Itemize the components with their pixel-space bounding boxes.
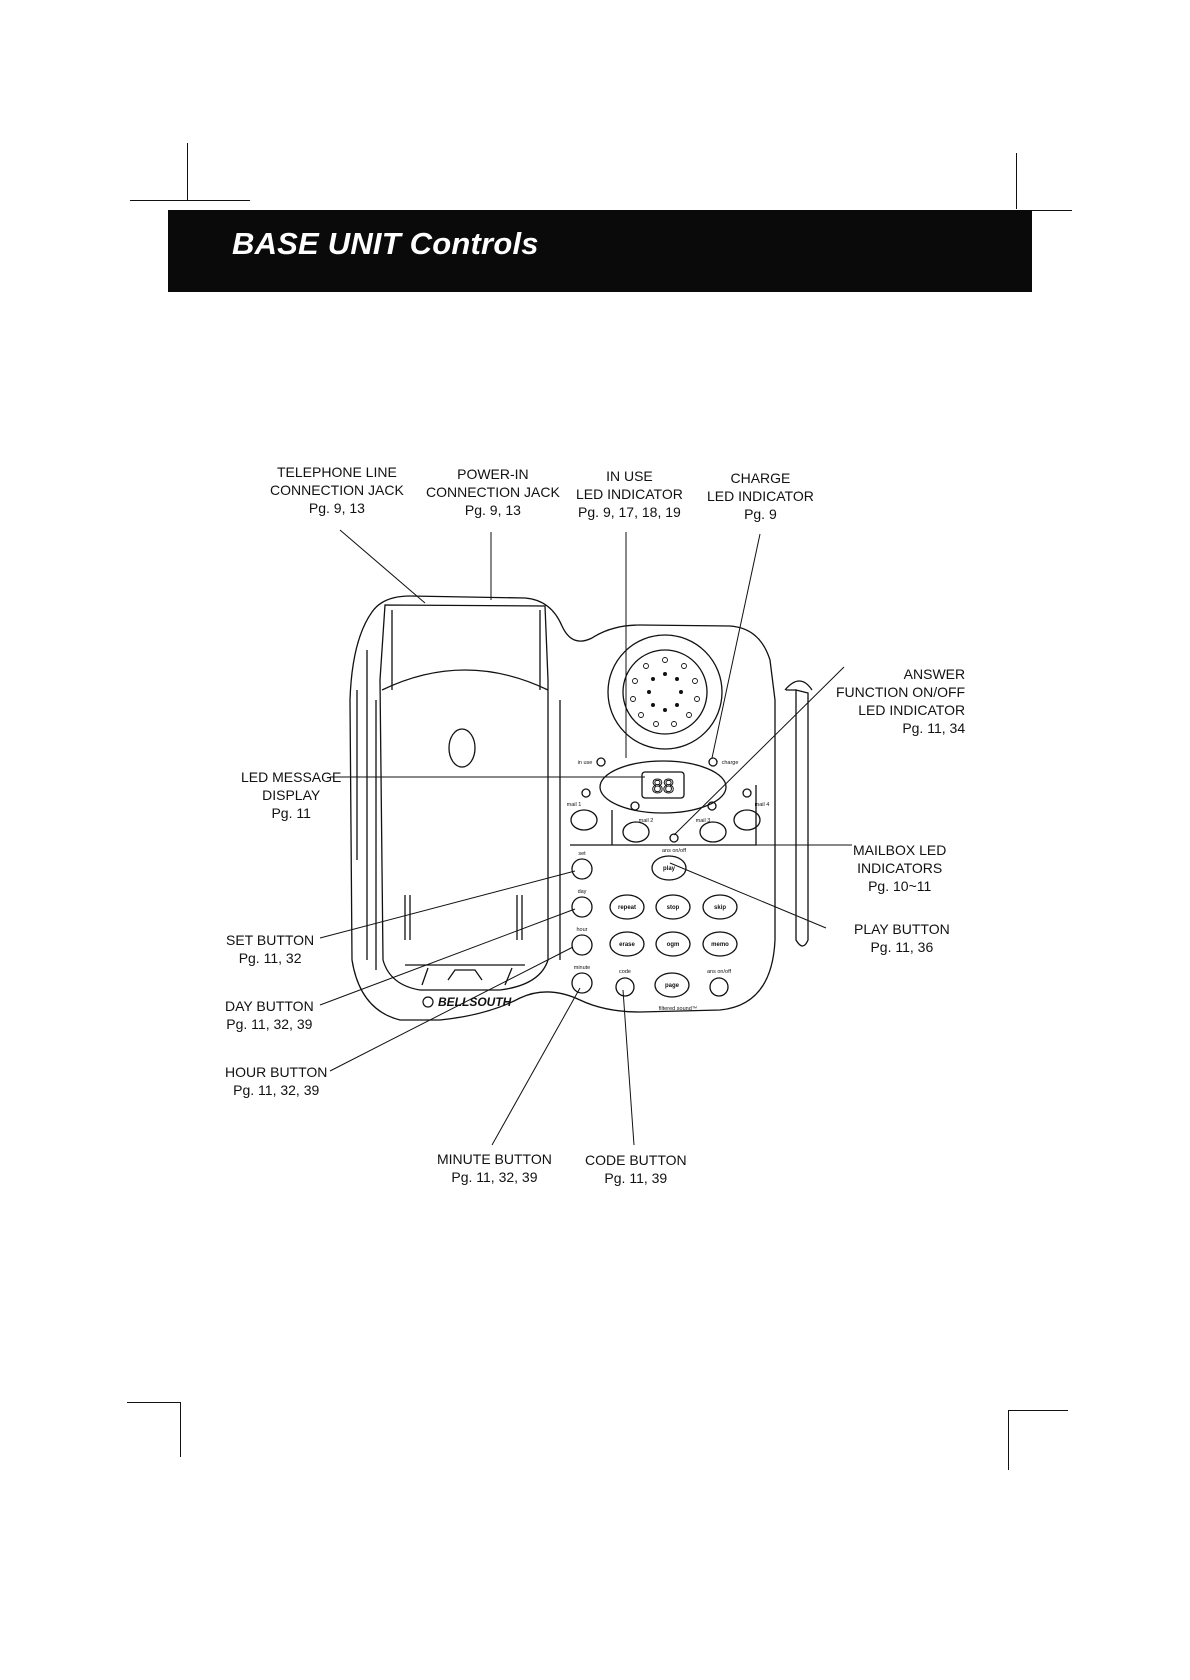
crop-mark (187, 143, 188, 200)
callout-answer-function-led: ANSWER FUNCTION ON/OFF LED INDICATOR Pg.… (836, 666, 966, 736)
base-body-outline (349, 595, 776, 1021)
crop-mark (130, 200, 250, 201)
callout-day-button: DAY BUTTON Pg. 11, 32, 39 (225, 998, 314, 1032)
callout-code-button: CODE BUTTON Pg. 11, 39 (585, 1152, 687, 1186)
erase-button[interactable]: erase (619, 942, 635, 948)
code-label: code (619, 969, 631, 975)
hour-label: hour (576, 927, 587, 933)
callout-minute-button: MINUTE BUTTON Pg. 11, 32, 39 (437, 1151, 552, 1185)
callout-leaders (319, 529, 852, 1146)
callout-play-button: PLAY BUTTON Pg. 11, 36 (854, 921, 950, 955)
page-title: BASE UNIT Controls (232, 226, 539, 261)
mail3-label: mail 3 (696, 818, 711, 824)
callout-led-message-display: LED MESSAGE DISPLAY Pg. 11 (241, 769, 342, 821)
brand-logo: BELLSOUTH (438, 995, 512, 1009)
callout-charge-led: CHARGE LED INDICATOR Pg. 9 (707, 470, 814, 522)
message-display: 88 (652, 776, 674, 798)
crop-mark (180, 1402, 181, 1457)
crop-mark (1016, 210, 1072, 211)
crop-mark (1008, 1410, 1009, 1470)
ans-onoff-label: ans on/off (662, 848, 687, 854)
minute-label: minute (574, 965, 591, 971)
skip-button[interactable]: skip (714, 905, 726, 911)
ogm-button[interactable]: ogm (667, 942, 680, 948)
mail1-label: mail 1 (567, 802, 582, 808)
speaker-grille (647, 672, 683, 712)
memo-button[interactable]: memo (711, 942, 729, 948)
callout-mailbox-led: MAILBOX LED INDICATORS Pg. 10~11 (853, 842, 947, 894)
crop-mark (127, 1402, 181, 1403)
callout-power-in-jack: POWER-IN CONNECTION JACK Pg. 9, 13 (426, 466, 560, 518)
stop-button[interactable]: stop (667, 905, 680, 911)
play-button[interactable]: play (663, 866, 676, 872)
ans-onoff-button-label: ans on/off (707, 969, 732, 975)
in-use-label: in use (578, 760, 593, 766)
callout-in-use-led: IN USE LED INDICATOR Pg. 9, 17, 18, 19 (576, 468, 683, 520)
charge-label: charge (722, 760, 739, 766)
callout-telephone-line-jack: TELEPHONE LINE CONNECTION JACK Pg. 9, 13 (270, 464, 404, 516)
mail4-label: mail 4 (755, 802, 770, 808)
page-button[interactable]: page (665, 983, 680, 989)
callout-set-button: SET BUTTON Pg. 11, 32 (226, 932, 315, 966)
handset-cradle (379, 604, 549, 991)
callout-hour-button: HOUR BUTTON Pg. 11, 32, 39 (225, 1064, 328, 1098)
set-label: set (578, 851, 586, 857)
antenna (795, 689, 809, 947)
crop-mark (1016, 153, 1017, 209)
mail2-label: mail 2 (639, 818, 654, 824)
filtered-sound-label: filtered sound™ (659, 1006, 698, 1012)
day-label: day (578, 889, 587, 895)
repeat-button[interactable]: repeat (618, 905, 636, 911)
crop-mark (1008, 1410, 1068, 1411)
section-header: BASE UNIT Controls (168, 210, 1032, 292)
